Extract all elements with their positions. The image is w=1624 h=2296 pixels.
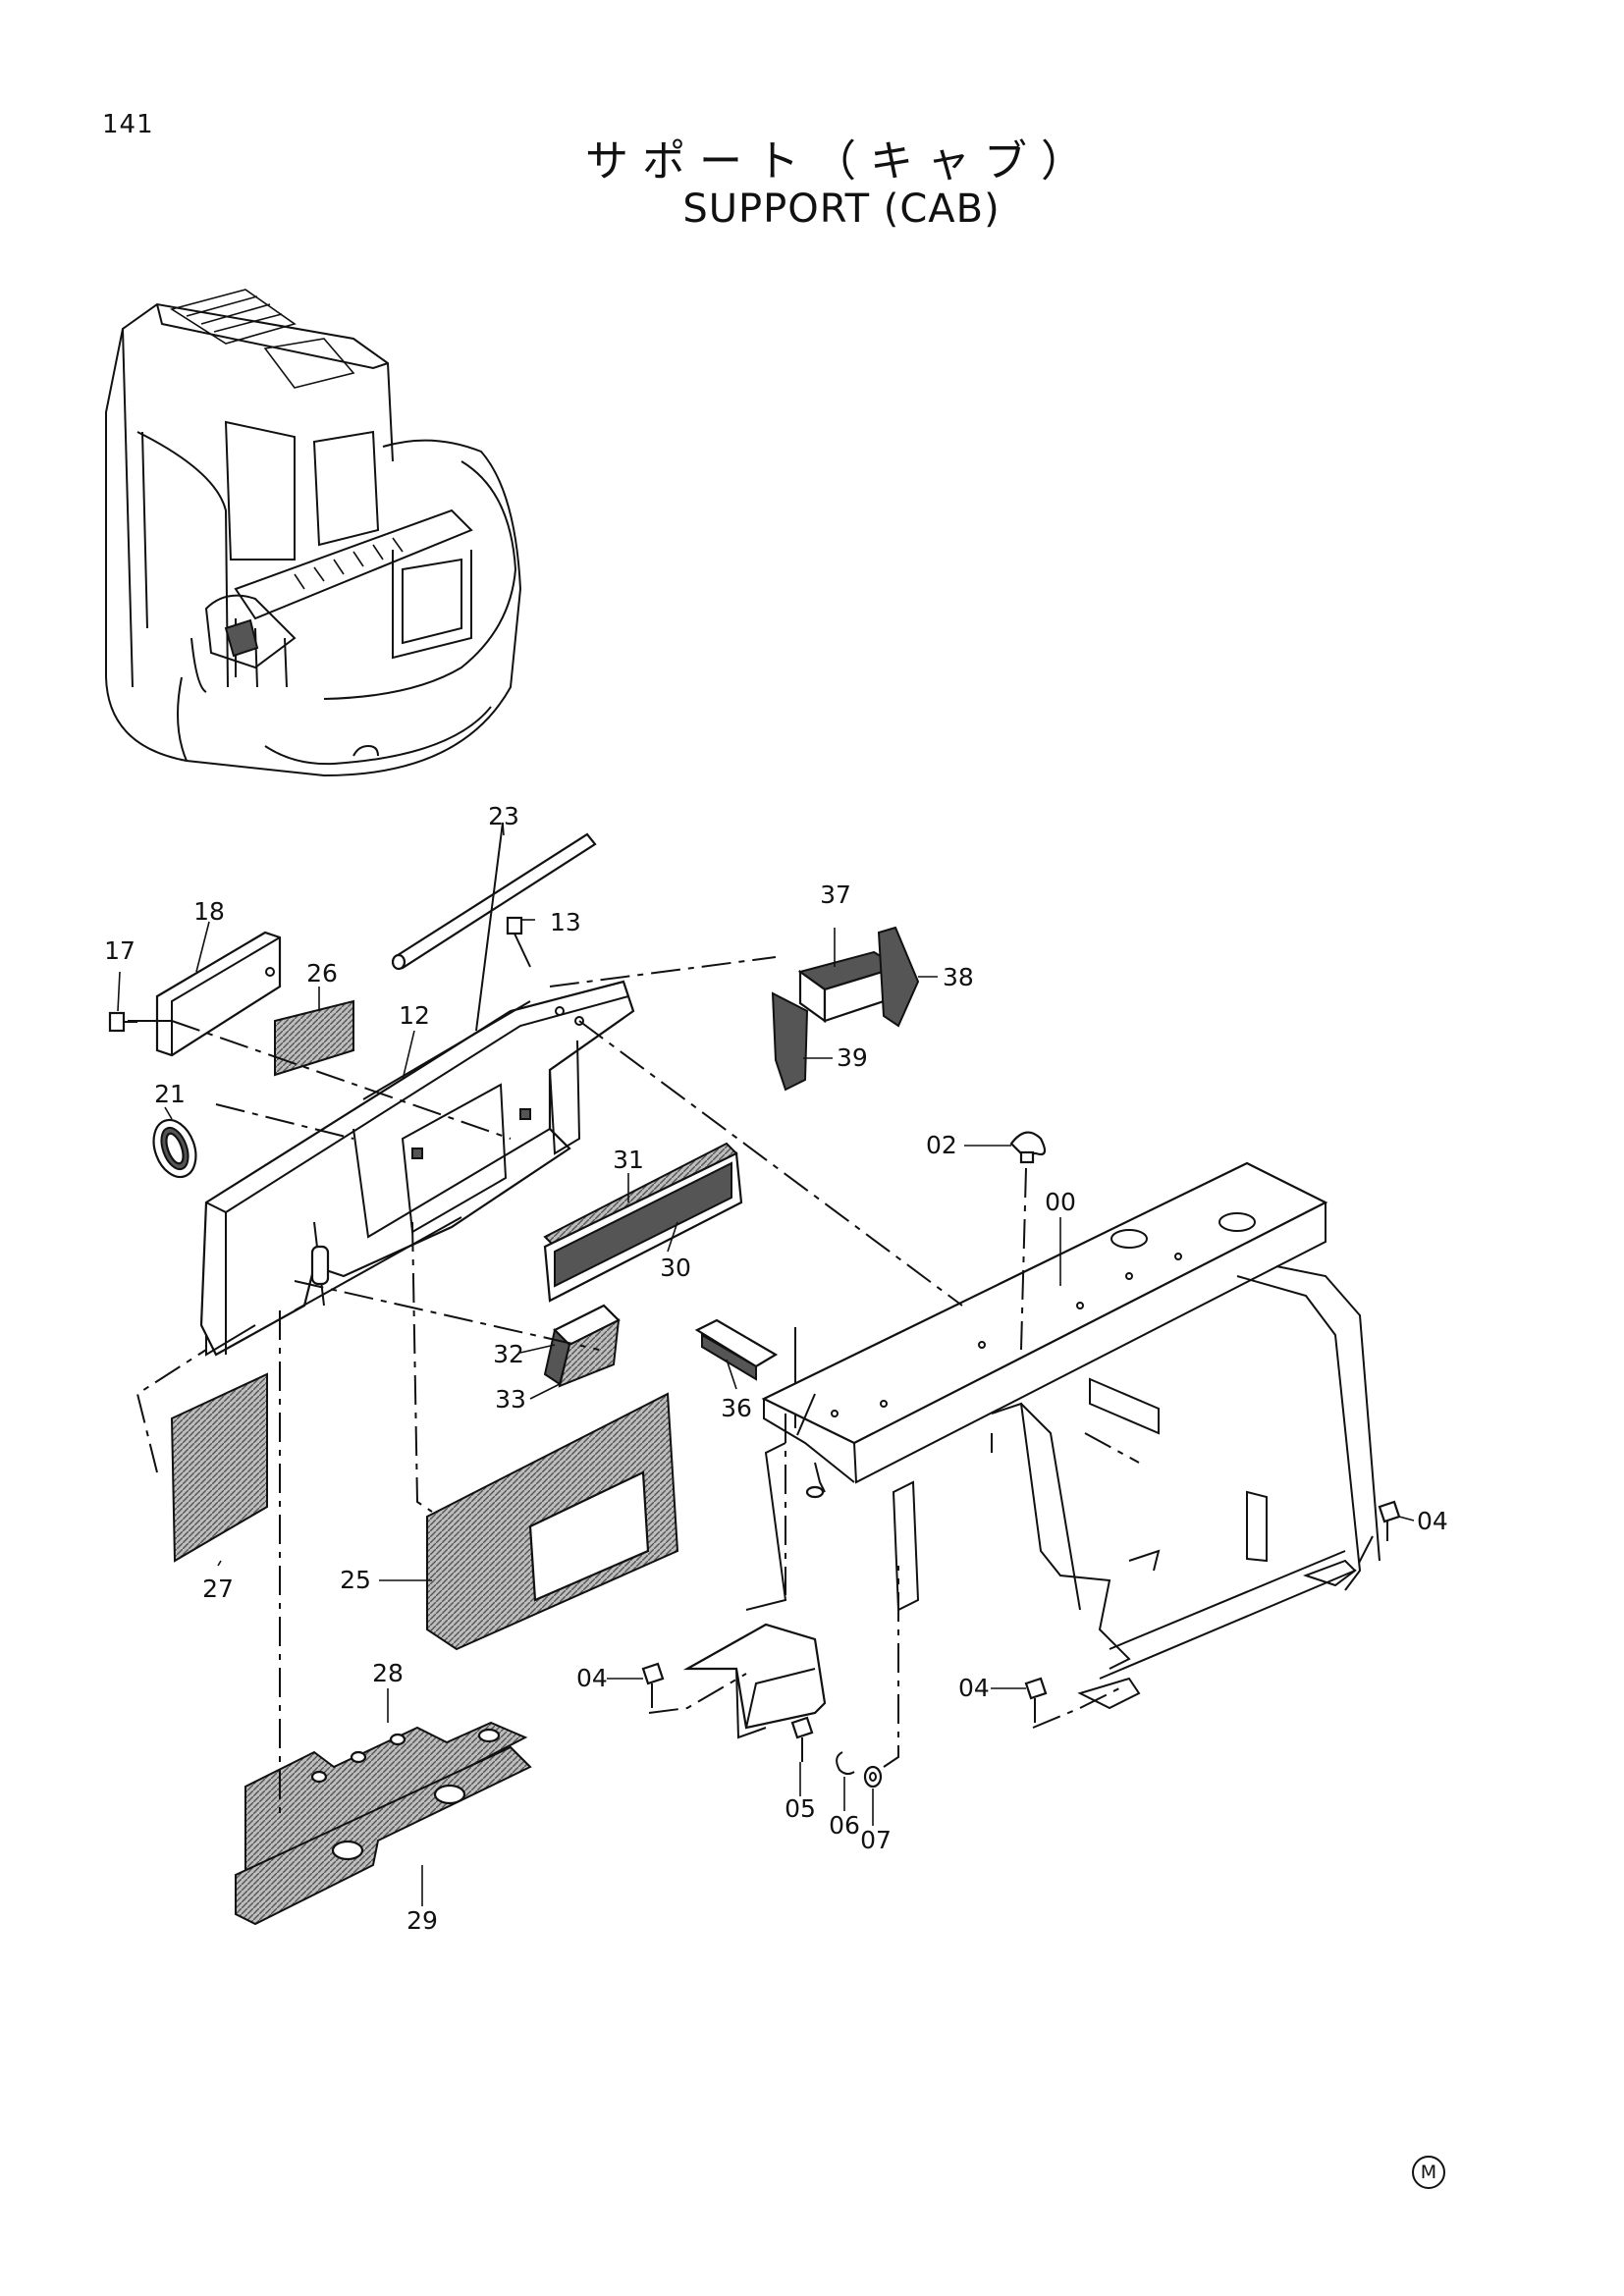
label-36: 36 bbox=[721, 1394, 752, 1422]
part-33-block bbox=[558, 1318, 621, 1388]
part-18-panel bbox=[128, 931, 282, 1057]
part-04-bolt-left bbox=[641, 1662, 665, 1708]
title-english: SUPPORT (CAB) bbox=[682, 187, 1001, 232]
label-21: 21 bbox=[154, 1080, 186, 1108]
label-29: 29 bbox=[406, 1906, 438, 1935]
part-25-mat bbox=[426, 1392, 679, 1651]
label-26: 26 bbox=[306, 959, 338, 988]
title-japanese: サポート（キャブ） bbox=[585, 136, 1098, 187]
part-07-washer bbox=[863, 1765, 883, 1789]
part-labels: 23 18 17 26 13 12 21 37 38 39 02 00 31 3… bbox=[104, 802, 1448, 1935]
label-28: 28 bbox=[372, 1659, 404, 1687]
label-39: 39 bbox=[837, 1043, 868, 1072]
label-12: 12 bbox=[399, 1001, 430, 1030]
part-36-channel bbox=[694, 1318, 796, 1428]
label-30: 30 bbox=[660, 1254, 691, 1282]
label-37: 37 bbox=[820, 881, 851, 909]
part-21-seal bbox=[152, 1118, 197, 1179]
label-25: 25 bbox=[340, 1566, 371, 1594]
part-17-bolt bbox=[108, 1011, 137, 1033]
label-05: 05 bbox=[785, 1794, 816, 1823]
label-27: 27 bbox=[202, 1575, 234, 1603]
part-37-pad bbox=[797, 950, 901, 1024]
part-26-sheet bbox=[274, 999, 354, 1077]
label-32: 32 bbox=[493, 1340, 524, 1368]
page-number: 141 bbox=[102, 110, 154, 139]
part-38-pad bbox=[877, 926, 920, 1028]
leader-lines bbox=[117, 822, 1415, 1906]
label-23: 23 bbox=[488, 802, 519, 830]
part-23-rod bbox=[391, 822, 597, 1032]
label-06: 06 bbox=[829, 1811, 860, 1840]
part-29-plate bbox=[235, 1745, 532, 1926]
part-30-strip bbox=[543, 1151, 743, 1303]
corner-mark: M bbox=[1412, 2156, 1445, 2189]
part-04-bolt-right bbox=[1378, 1500, 1401, 1541]
part-12-support-bracket bbox=[199, 980, 635, 1357]
part-13-bolt bbox=[506, 916, 531, 968]
label-04-left: 04 bbox=[576, 1664, 608, 1692]
label-17: 17 bbox=[104, 936, 135, 965]
part-05-bolt bbox=[790, 1716, 814, 1762]
part-06-spring-washer bbox=[836, 1751, 855, 1776]
part-00-frame bbox=[682, 1161, 1380, 1739]
label-31: 31 bbox=[613, 1146, 644, 1174]
part-27-mat bbox=[170, 1372, 268, 1563]
label-04-center: 04 bbox=[958, 1674, 990, 1702]
label-00: 00 bbox=[1045, 1188, 1076, 1216]
assembly-lines bbox=[135, 956, 1374, 1816]
label-02: 02 bbox=[926, 1131, 957, 1159]
label-18: 18 bbox=[193, 897, 225, 926]
label-07: 07 bbox=[860, 1826, 892, 1854]
label-04-right: 04 bbox=[1417, 1507, 1448, 1535]
label-33: 33 bbox=[495, 1385, 526, 1414]
part-39-pad bbox=[771, 991, 809, 1092]
label-13: 13 bbox=[550, 908, 581, 936]
part-02-cap bbox=[1009, 1131, 1047, 1164]
cab-overview-illustration bbox=[105, 289, 522, 777]
part-04-bolt-center bbox=[1024, 1677, 1048, 1723]
label-38: 38 bbox=[943, 963, 974, 991]
